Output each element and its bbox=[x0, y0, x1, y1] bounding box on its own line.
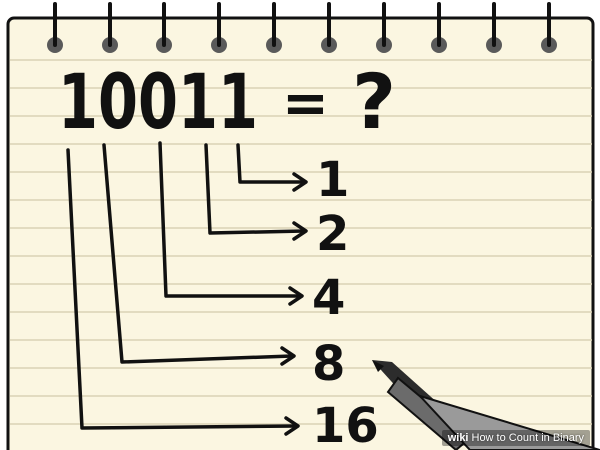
place-value-2: 2 bbox=[316, 206, 349, 262]
place-value-8: 8 bbox=[312, 336, 345, 392]
spiral-ring-icon bbox=[486, 2, 502, 53]
spiral-ring-icon bbox=[431, 2, 447, 53]
arrow-to-1 bbox=[236, 143, 308, 192]
equals-sign: = bbox=[282, 71, 329, 136]
question-mark: ? bbox=[352, 57, 396, 146]
watermark-title: How to Count in Binary bbox=[471, 432, 585, 444]
arrow-to-16 bbox=[66, 148, 300, 436]
arrow-to-4 bbox=[158, 141, 304, 306]
place-values: 1 2 4 8 16 bbox=[312, 152, 379, 450]
spiral-ring-icon bbox=[541, 2, 557, 53]
spiral-ring-icon bbox=[47, 2, 63, 53]
place-value-16: 16 bbox=[312, 398, 379, 450]
spiral-ring-icon bbox=[376, 2, 392, 53]
place-value-1: 1 bbox=[316, 152, 349, 208]
pen-icon bbox=[372, 360, 600, 450]
spiral-ring-icon bbox=[321, 2, 337, 53]
spiral-ring-icon bbox=[102, 2, 118, 53]
spiral-ring-icon bbox=[156, 2, 172, 53]
binary-equation: 10011 = ? bbox=[58, 57, 396, 146]
spiral-binding bbox=[47, 2, 557, 53]
spiral-ring-icon bbox=[211, 2, 227, 53]
arrow-to-8 bbox=[102, 143, 296, 366]
place-value-4: 4 bbox=[312, 270, 345, 326]
binary-number: 10011 bbox=[58, 57, 258, 146]
spiral-ring-icon bbox=[266, 2, 282, 53]
arrow-to-2 bbox=[204, 143, 308, 241]
place-value-arrows bbox=[66, 141, 308, 436]
watermark-brand: wiki bbox=[447, 432, 469, 444]
